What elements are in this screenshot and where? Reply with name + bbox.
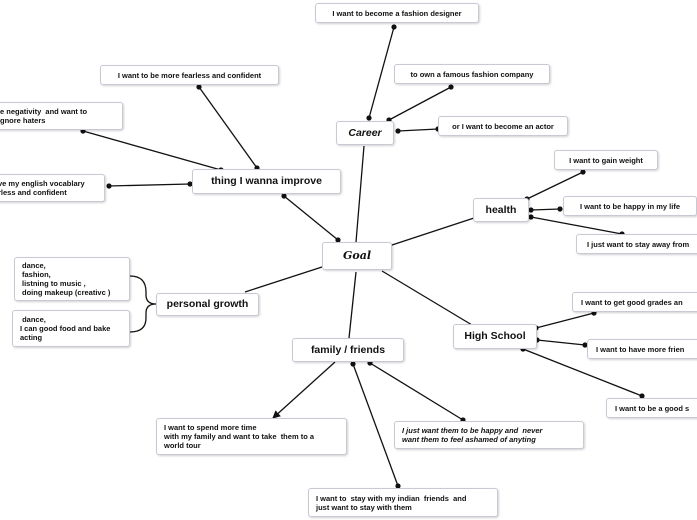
- link-health-happy: [530, 208, 561, 211]
- central-topic-goal[interactable]: Goal: [322, 242, 392, 270]
- junction-dot: [582, 342, 588, 348]
- junction-dot: [528, 207, 534, 213]
- junction-dot: [187, 181, 193, 187]
- link-improve-english: [108, 183, 191, 187]
- link-goal-personal-growth: [244, 266, 323, 293]
- improve-item-fearless[interactable]: I want to be more fearless and confident: [100, 65, 279, 85]
- link-family-happy: [369, 362, 464, 421]
- health-item-stay-away[interactable]: I just want to stay away from: [576, 234, 697, 254]
- branch-high-school[interactable]: High School: [453, 324, 537, 349]
- link-goal-career: [355, 145, 365, 243]
- branch-health[interactable]: health: [473, 198, 529, 222]
- family-item-be-happy[interactable]: I just want them to be happy and never w…: [394, 421, 584, 449]
- link-goal-health: [391, 217, 475, 246]
- high-school-item-good-student[interactable]: I want to be a good s: [606, 398, 697, 418]
- junction-dot: [639, 393, 645, 399]
- branch-personal-growth[interactable]: personal growth: [156, 293, 259, 316]
- junction-dot: [335, 237, 341, 243]
- junction-dot: [106, 183, 112, 189]
- junction-dot: [281, 193, 287, 199]
- junction-dot: [196, 84, 202, 90]
- junction-dot: [366, 115, 372, 121]
- career-item-actor[interactable]: or I want to become an actor: [438, 116, 568, 136]
- link-improve-fearless: [198, 86, 258, 169]
- junction-dot: [557, 206, 563, 212]
- improve-item-ignore-haters[interactable]: e negativity and want to gnore haters: [0, 102, 123, 130]
- bracket-personal-growth: [129, 275, 157, 333]
- link-improve-haters: [82, 130, 222, 171]
- link-goal-high-school: [381, 270, 473, 326]
- link-goal-family: [348, 271, 357, 339]
- link-health-away: [530, 216, 623, 235]
- career-item-fashion-company[interactable]: to own a famous fashion company: [394, 64, 550, 84]
- branch-career[interactable]: Career: [336, 121, 394, 145]
- personal-growth-item-hobbies[interactable]: dance, fashion, listning to music , doin…: [14, 257, 130, 301]
- improve-item-english-vocabulary[interactable]: ve my english vocablary rless and confid…: [0, 174, 105, 202]
- link-goal-improve: [283, 195, 339, 241]
- high-school-item-grades[interactable]: I want to get good grades an: [572, 292, 697, 312]
- junction-dot: [580, 169, 586, 175]
- family-item-indian-friends[interactable]: I want to stay with my indian friends an…: [308, 488, 498, 517]
- link-career-company: [388, 86, 452, 121]
- personal-growth-item-skills[interactable]: dance, I can good food and bake acting: [12, 310, 130, 347]
- link-career-designer: [368, 26, 395, 119]
- career-item-fashion-designer[interactable]: I want to become a fashion designer: [315, 3, 479, 23]
- link-school-grades: [535, 312, 595, 329]
- junction-dot: [391, 24, 397, 30]
- family-item-spend-time[interactable]: I want to spend more time with my family…: [156, 418, 347, 455]
- link-career-actor: [397, 128, 439, 132]
- junction-dot: [395, 128, 401, 134]
- link-school-good: [522, 348, 643, 397]
- link-family-indian: [352, 363, 399, 487]
- junction-dot: [528, 214, 534, 220]
- link-health-weight: [526, 171, 584, 200]
- link-school-friends: [536, 339, 586, 346]
- branch-thing-i-wanna-improve[interactable]: thing I wanna improve: [192, 169, 341, 194]
- health-item-gain-weight[interactable]: I want to gain weight: [554, 150, 658, 170]
- junction-dot: [448, 84, 454, 90]
- branch-family-friends[interactable]: family / friends: [292, 338, 404, 362]
- junction-dot: [350, 361, 356, 367]
- junction-dot: [395, 483, 401, 489]
- link-family-spend: [272, 361, 336, 419]
- health-item-be-happy[interactable]: I want to be happy in my life: [563, 196, 697, 216]
- high-school-item-friends[interactable]: I want to have more frien: [587, 339, 697, 359]
